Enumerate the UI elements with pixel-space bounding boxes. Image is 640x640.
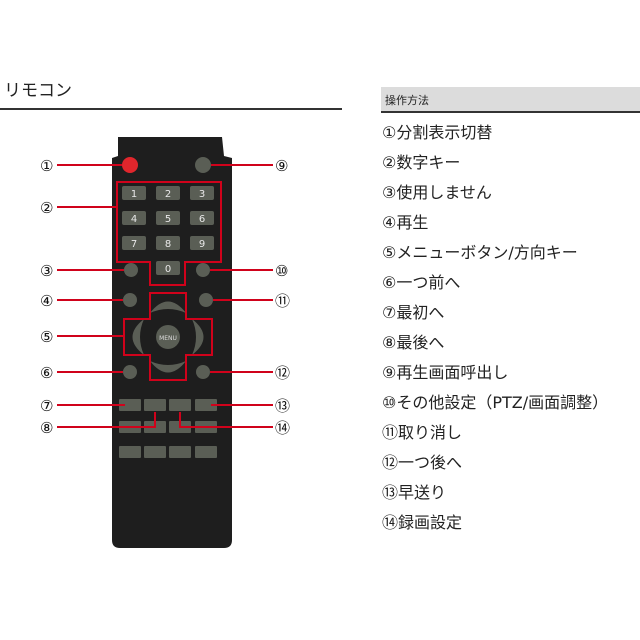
callout-10: ⑩ <box>275 262 288 280</box>
key-3[interactable] <box>190 186 214 200</box>
key-label: 9 <box>199 239 205 250</box>
instruction-item: ⑪取り消し <box>382 423 463 442</box>
callout-13: ⑬ <box>275 397 290 415</box>
instruction-item: ⑤メニューボタン/方向キー <box>382 243 578 262</box>
menu-button-label: MENU <box>159 335 177 342</box>
function-button[interactable] <box>195 399 217 411</box>
numeric-keypad: 1 2 3 4 5 6 7 8 9 0 <box>122 186 214 275</box>
cancel-button[interactable] <box>199 293 213 307</box>
key-label: 2 <box>165 189 171 200</box>
callout-5: ⑤ <box>40 328 53 346</box>
dpad-right[interactable] <box>192 319 204 355</box>
split-display-button[interactable] <box>122 157 138 173</box>
key-9[interactable] <box>190 236 214 250</box>
callout-lines <box>57 164 273 428</box>
key-label: 0 <box>165 264 171 275</box>
instruction-item: ⑫一つ後へ <box>382 453 463 472</box>
instruction-item: ⑥一つ前へ <box>382 273 461 292</box>
playback-screen-button[interactable] <box>195 157 211 173</box>
instruction-item: ⑦最初へ <box>382 303 445 322</box>
key-label: 7 <box>131 239 137 250</box>
instruction-item: ⑩その他設定（PTZ/画面調整） <box>382 393 609 412</box>
instruction-item: ②数字キー <box>382 153 461 172</box>
key-1[interactable] <box>122 186 146 200</box>
unused-button[interactable] <box>124 263 138 277</box>
callout-labels: ① ② ③ ④ ⑤ ⑥ ⑦ ⑧ ⑨ ⑩ ⑪ ⑫ ⑬ ⑭ <box>40 157 290 437</box>
key-label: 4 <box>131 214 137 225</box>
callout-8: ⑧ <box>40 419 53 437</box>
next-button[interactable] <box>196 365 210 379</box>
play-button[interactable] <box>123 293 137 307</box>
instructions-header-label: 操作方法 <box>385 94 429 107</box>
callout-6: ⑥ <box>40 364 53 382</box>
key-7[interactable] <box>122 236 146 250</box>
function-button[interactable] <box>169 399 191 411</box>
key-label: 3 <box>199 189 205 200</box>
key-label: 5 <box>165 214 171 225</box>
callout-14: ⑭ <box>275 419 290 437</box>
remote-title: リモコン <box>4 81 72 101</box>
callout-3: ③ <box>40 262 53 280</box>
key-label: 8 <box>165 239 171 250</box>
key-0[interactable] <box>156 261 180 275</box>
instruction-item: ①分割表示切替 <box>382 123 493 142</box>
callout-2: ② <box>40 199 53 217</box>
callout-9: ⑨ <box>275 157 288 175</box>
instruction-item: ⑬早送り <box>382 483 447 502</box>
callout-12: ⑫ <box>275 364 290 382</box>
title-divider <box>0 108 342 110</box>
key-5[interactable] <box>156 211 180 225</box>
instruction-item: ⑭録画設定 <box>382 513 463 532</box>
callout-1: ① <box>40 157 53 175</box>
instruction-item: ⑨再生画面呼出し <box>382 363 509 382</box>
key-label: 1 <box>131 189 137 200</box>
function-button[interactable] <box>144 399 166 411</box>
callout-11: ⑪ <box>275 292 290 310</box>
callout-7: ⑦ <box>40 397 53 415</box>
function-button[interactable] <box>195 446 217 458</box>
function-button[interactable] <box>119 446 141 458</box>
instruction-item: ③使用しません <box>382 183 492 202</box>
dpad-up[interactable] <box>150 301 186 314</box>
previous-button[interactable] <box>123 365 137 379</box>
instructions-list: ①分割表示切替 ②数字キー ③使用しません ④再生 ⑤メニューボタン/方向キー … <box>382 120 608 540</box>
dpad-down[interactable] <box>150 361 186 373</box>
menu-button[interactable] <box>156 325 180 349</box>
key-8[interactable] <box>156 236 180 250</box>
key-2[interactable] <box>156 186 180 200</box>
callout-4: ④ <box>40 292 53 310</box>
key-label: 6 <box>199 214 205 225</box>
function-button[interactable] <box>169 446 191 458</box>
function-button[interactable] <box>119 399 141 411</box>
key-6[interactable] <box>190 211 214 225</box>
other-settings-button[interactable] <box>196 263 210 277</box>
dpad-left[interactable] <box>132 319 145 355</box>
instruction-item: ⑧最後へ <box>382 333 445 352</box>
key-4[interactable] <box>122 211 146 225</box>
instructions-header: 操作方法 <box>381 87 640 113</box>
instruction-item: ④再生 <box>382 213 429 232</box>
bottom-button-grid <box>119 399 217 458</box>
function-button[interactable] <box>144 446 166 458</box>
